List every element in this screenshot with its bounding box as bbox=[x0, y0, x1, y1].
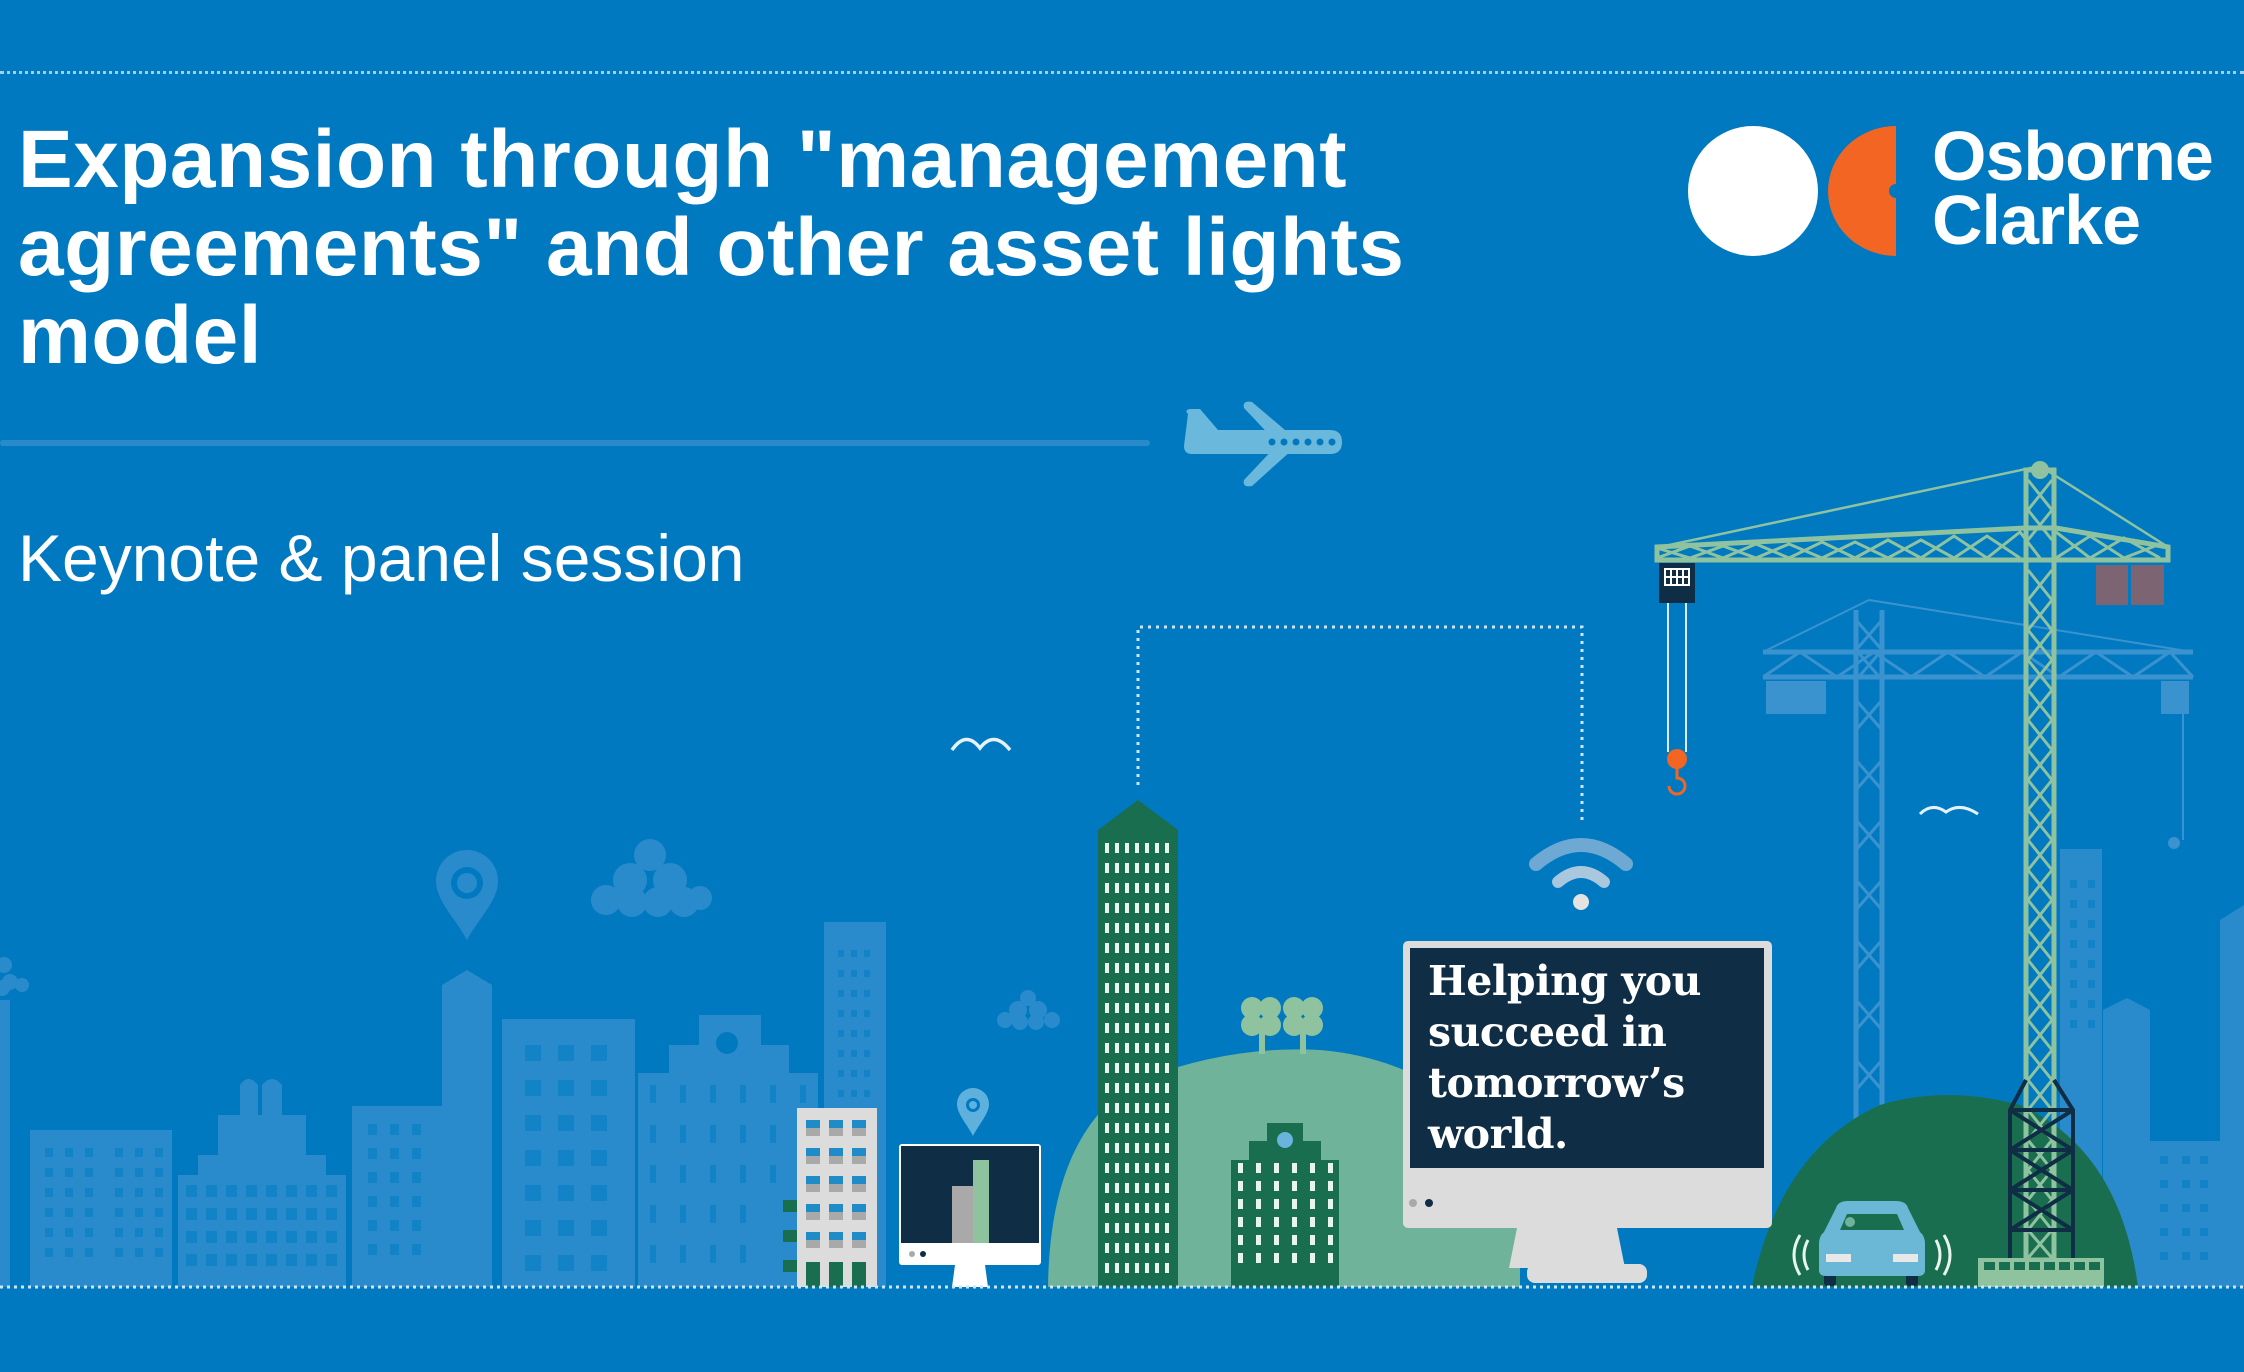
crane-icon bbox=[1654, 461, 2171, 1287]
slide-title: Expansion through "management agreements… bbox=[18, 114, 1405, 381]
bird-icon bbox=[950, 737, 1012, 752]
green-skyscraper bbox=[1098, 800, 1178, 1287]
tower-windows bbox=[1105, 843, 1169, 853]
cloud-icon bbox=[591, 839, 712, 917]
logo-mark-icon bbox=[1688, 126, 1903, 256]
connector-bracket bbox=[1136, 625, 1584, 820]
building-windows bbox=[45, 880, 2208, 1271]
signal-waves-icon bbox=[1792, 1234, 1952, 1276]
slogan-line-1: Helping you bbox=[1428, 957, 1701, 1005]
large-monitor-icon bbox=[1403, 941, 1772, 1283]
slide-subtitle: Keynote & panel session bbox=[18, 521, 745, 595]
osborne-clarke-logo bbox=[1688, 126, 1908, 256]
wifi-icon bbox=[1529, 838, 1633, 888]
monitor-slogan: Helping you succeed in tomorrow’s world. bbox=[1428, 956, 1748, 1160]
bird-icon bbox=[1918, 806, 1979, 816]
airplane-icon bbox=[1184, 401, 1342, 487]
car-icon bbox=[1819, 1201, 1925, 1286]
hook-block bbox=[1667, 749, 1687, 769]
top-dotted-rule bbox=[0, 71, 2244, 74]
slogan-line-2: succeed in bbox=[1428, 1008, 1667, 1056]
divider-line bbox=[0, 440, 1150, 446]
background-buildings bbox=[0, 839, 2244, 1287]
logo-line-osborne: Osborne bbox=[1932, 117, 2214, 195]
location-pin-icon bbox=[957, 1088, 989, 1136]
tree-icon bbox=[1241, 997, 1323, 1054]
white-apartment-building bbox=[783, 1108, 877, 1287]
slogan-line-4: world. bbox=[1428, 1110, 1568, 1158]
slogan-line-3: tomorrow’s bbox=[1428, 1059, 1685, 1107]
cloud-icon bbox=[0, 957, 29, 996]
small-monitor-icon bbox=[899, 1144, 1041, 1287]
logo-line-clarke: Clarke bbox=[1932, 181, 2141, 259]
logo-wordmark: Osborne Clarke bbox=[1932, 117, 2214, 259]
back-counterweight bbox=[1766, 681, 1826, 714]
cloud-icon bbox=[997, 990, 1060, 1030]
green-office-building bbox=[1231, 1123, 1339, 1287]
